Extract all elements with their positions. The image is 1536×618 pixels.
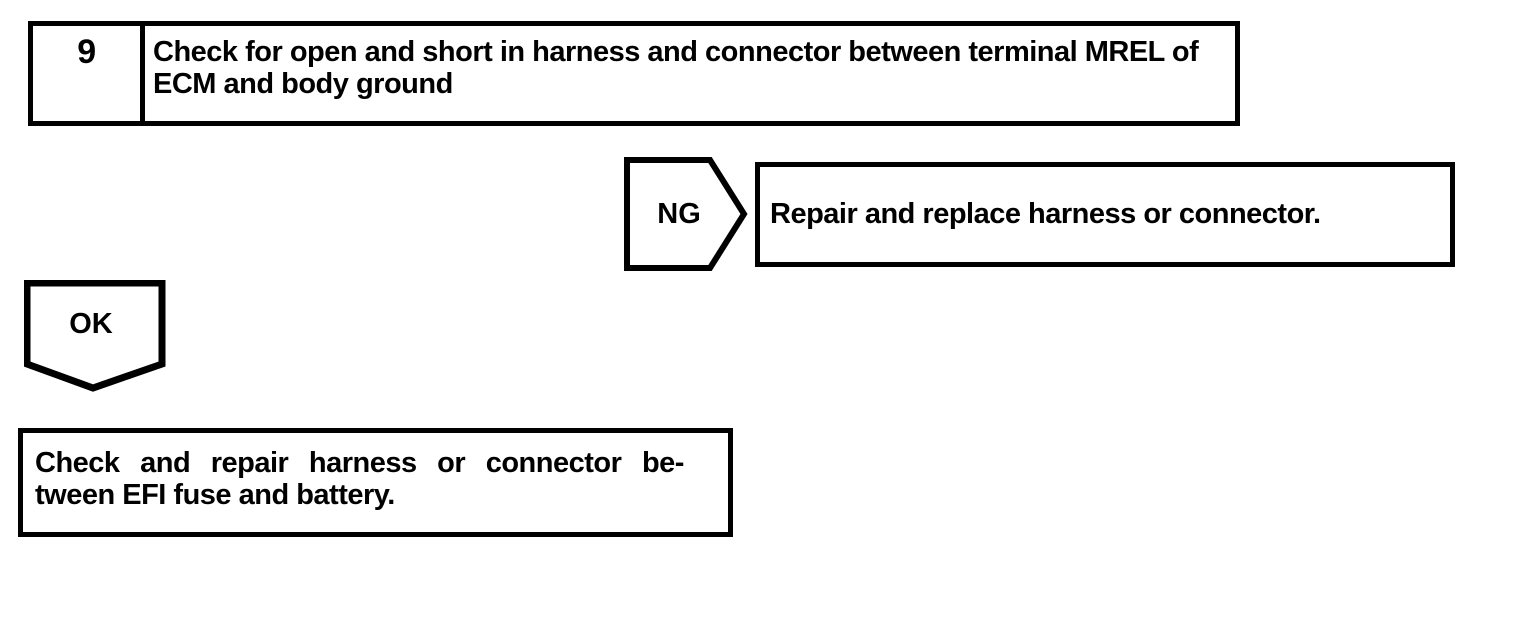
ok-pentagon-icon: [24, 280, 166, 392]
ng-result-text: Repair and replace harness or connector.: [770, 198, 1321, 230]
step-title: Check for open and short in harness and …: [145, 26, 1235, 121]
ok-label: OK: [69, 307, 113, 340]
step-box: 9 Check for open and short in harness an…: [28, 21, 1240, 126]
step-title-line-2: ECM and body ground: [153, 68, 453, 100]
ng-connector-shape: [624, 157, 750, 271]
ok-connector-shape: [24, 280, 169, 396]
step-number: 9: [77, 33, 96, 71]
ng-label: NG: [657, 197, 701, 230]
step-number-cell: 9: [33, 26, 145, 121]
ok-result-line-1: Check and repair harness or connector be…: [35, 447, 684, 479]
ng-result-box: Repair and replace harness or connector.: [755, 162, 1455, 267]
ok-result-box: Check and repair harness or connector be…: [18, 428, 733, 537]
ok-result-line-2: tween EFI fuse and battery.: [35, 479, 395, 511]
ng-pentagon-icon: [624, 157, 748, 271]
step-title-line-1: Check for open and short in harness and …: [153, 36, 1199, 68]
